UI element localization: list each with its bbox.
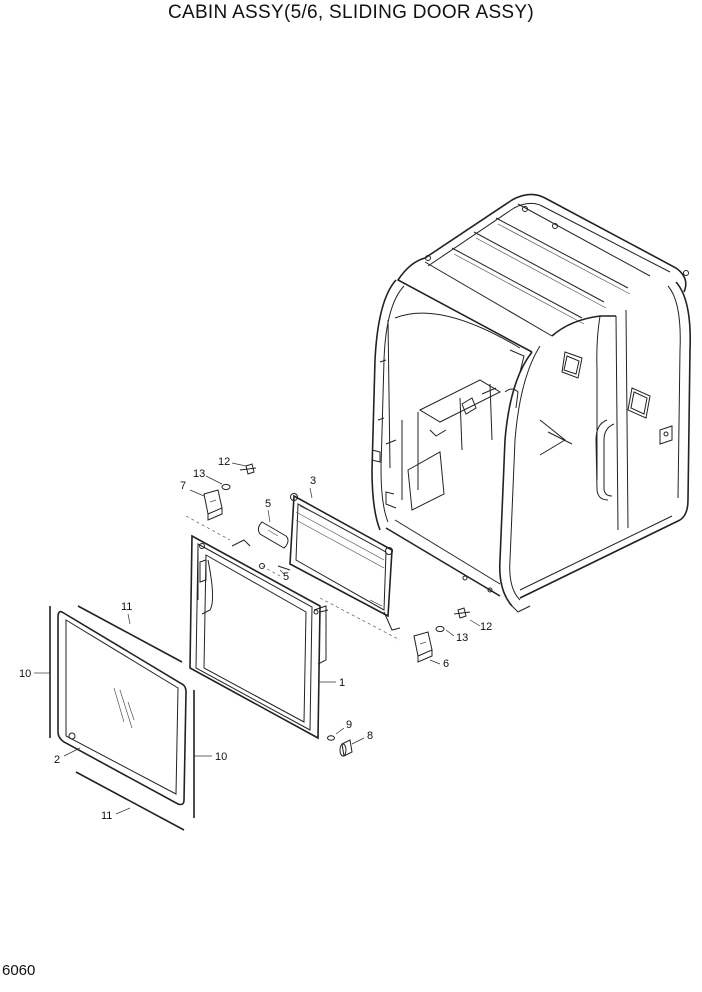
- callout-labels: 1 2 3 5 5 6 7 8 9 10 10 11 11 12 12 13 1…: [19, 456, 492, 822]
- callout-10-left: 10: [19, 668, 31, 680]
- page-title: CABIN ASSY(5/6, SLIDING DOOR ASSY): [167, 2, 535, 23]
- callout-8: 8: [367, 730, 373, 742]
- assembly-lines: [185, 515, 401, 641]
- bracket-6: [413, 631, 433, 663]
- callout-5-handle: 5: [265, 498, 271, 510]
- leader-lines: [34, 462, 481, 815]
- page-number: 6060: [2, 962, 36, 979]
- callout-9: 9: [346, 719, 352, 731]
- callout-2: 2: [54, 754, 60, 766]
- callout-1: 1: [339, 677, 345, 689]
- callout-13-bottom: 13: [456, 632, 468, 644]
- callout-12-bottom: 12: [480, 621, 492, 633]
- callout-13-top: 13: [193, 468, 205, 480]
- sliding-screen: [289, 493, 401, 631]
- callout-7: 7: [180, 480, 186, 492]
- door-handle: [257, 521, 291, 571]
- bolt-washer-bottom: [435, 607, 471, 633]
- callout-10-right: 10: [215, 751, 227, 763]
- callout-3: 3: [310, 475, 316, 487]
- door-glass: [57, 610, 187, 806]
- cabin-frame: [371, 193, 692, 613]
- callout-6: 6: [443, 658, 449, 670]
- roller-and-washer: [327, 735, 353, 757]
- bracket-7: [203, 489, 223, 521]
- callout-11-bottom: 11: [101, 810, 112, 822]
- callout-5-bolt: 5: [283, 571, 289, 583]
- bolt-washer-top: [221, 463, 257, 491]
- callout-11-top: 11: [121, 601, 132, 613]
- weatherstrips: [49, 605, 195, 831]
- door-frame-assy: [189, 534, 329, 740]
- callout-12-top: 12: [218, 456, 230, 468]
